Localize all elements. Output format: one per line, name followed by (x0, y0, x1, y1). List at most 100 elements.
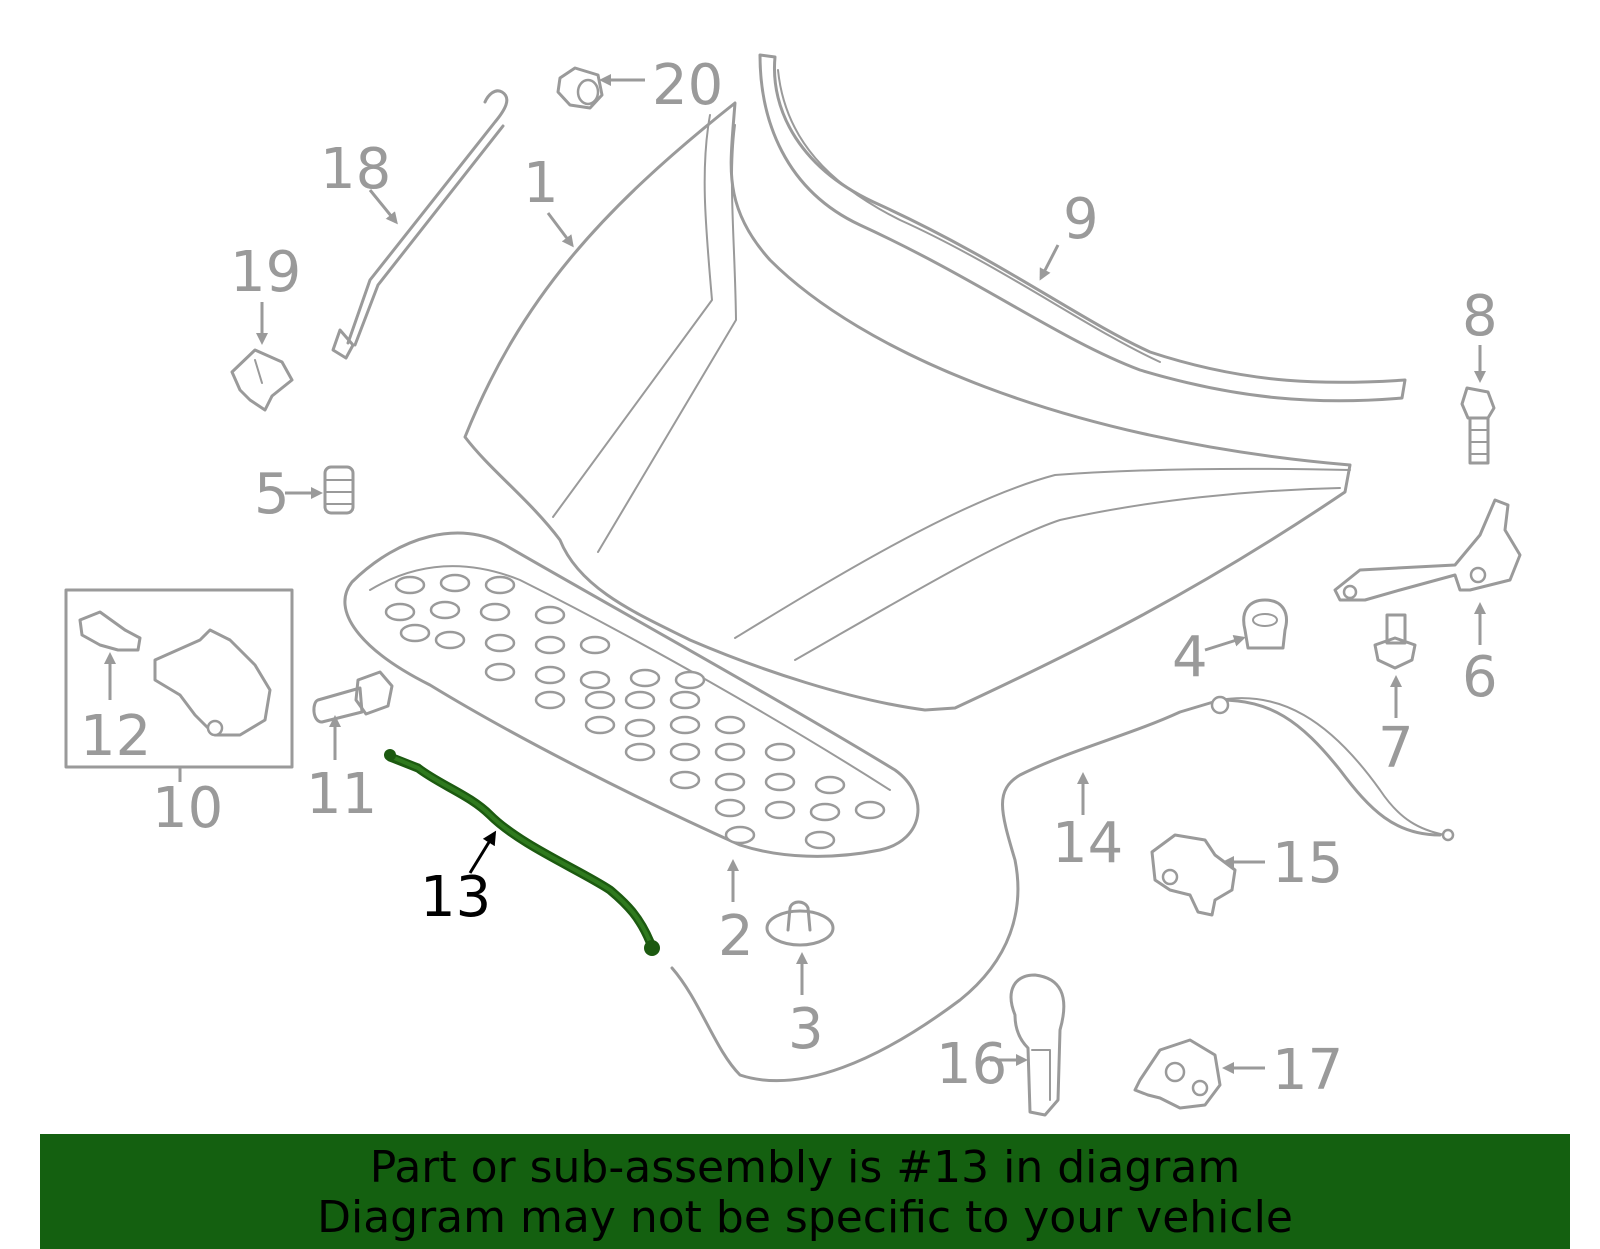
label-13: 13 (420, 865, 491, 930)
label-19: 19 (230, 240, 301, 305)
pad-hole (484, 662, 516, 682)
pad-hole (624, 718, 656, 738)
label-17: 17 (1272, 1038, 1343, 1103)
clip-3-part (765, 900, 835, 947)
insulator-pad-part (343, 531, 920, 858)
label-9-callout: 9 (1039, 187, 1099, 281)
hood-part (463, 101, 1352, 712)
label-6-callout: 6 (1462, 602, 1498, 710)
label-16-callout: 16 (936, 1032, 1028, 1097)
label-20: 20 (652, 53, 723, 118)
bolt-11-part (312, 670, 394, 724)
banner-line-1: Part or sub-assembly is #13 in diagram (369, 1142, 1241, 1193)
label-11-callout: 11 (306, 715, 377, 827)
hood-rod-part (331, 89, 509, 360)
label-18-callout: 18 (320, 137, 398, 225)
pad-hole (479, 602, 511, 622)
label-8-callout: 8 (1462, 284, 1498, 383)
pad-hole (399, 623, 431, 643)
label-6: 6 (1462, 645, 1498, 710)
release-cable-part-highlighted (384, 749, 660, 956)
pad-hole (714, 772, 746, 792)
label-10-callout: 10 (152, 767, 223, 841)
label-1: 1 (523, 151, 559, 216)
label-5-callout: 5 (254, 462, 323, 527)
pad-hole (579, 635, 611, 655)
pad-hole (724, 825, 756, 845)
pad-hole (669, 690, 701, 710)
label-8: 8 (1462, 284, 1498, 349)
label-16: 16 (936, 1032, 1007, 1097)
label-7-callout: 7 (1378, 675, 1414, 781)
label-12: 12 (80, 704, 151, 769)
release-handle-16-part (1009, 973, 1066, 1117)
label-2-callout: 2 (718, 859, 754, 969)
clip-19-part (230, 348, 294, 412)
release-cable-14-part (670, 695, 1455, 1083)
bolt-7-part (1373, 613, 1417, 670)
pad-hole (674, 670, 706, 690)
pad-hole (534, 635, 566, 655)
label-2: 2 (718, 904, 754, 969)
disclaimer-banner: Part or sub-assembly is #13 in diagram D… (40, 1134, 1570, 1249)
pad-hole (534, 665, 566, 685)
latch-15-part (1150, 833, 1237, 917)
pad-hole (714, 798, 746, 818)
label-1-callout: 1 (523, 151, 574, 248)
label-4: 4 (1172, 625, 1208, 690)
label-20-callout: 20 (599, 53, 723, 118)
pad-hole (764, 800, 796, 820)
pad-hole (384, 602, 416, 622)
label-14-callout: 14 (1052, 772, 1123, 876)
label-11: 11 (306, 762, 377, 827)
pad-hole (809, 802, 841, 822)
label-17-callout: 17 (1222, 1038, 1343, 1103)
pad-hole (484, 575, 516, 595)
label-15: 15 (1272, 831, 1343, 896)
label-3-callout: 3 (788, 952, 824, 1062)
pad-hole (629, 668, 661, 688)
pad-hole (534, 605, 566, 625)
pad-hole (764, 742, 796, 762)
label-3: 3 (788, 997, 824, 1062)
pad-hole (814, 775, 846, 795)
clip-20-part (556, 66, 604, 110)
pad-hole (804, 830, 836, 850)
pad-hole (584, 690, 616, 710)
label-13-callout: 13 (420, 830, 497, 930)
label-14: 14 (1052, 811, 1123, 876)
pad-hole (579, 670, 611, 690)
pad-hole (624, 742, 656, 762)
pad-hole (669, 715, 701, 735)
bolt-8-part (1460, 386, 1496, 465)
hinge-6-part (1333, 498, 1522, 602)
label-4-callout: 4 (1172, 625, 1246, 690)
pad-hole (484, 633, 516, 653)
pad-hole (439, 573, 471, 593)
pad-hole (584, 715, 616, 735)
label-12-callout: 12 (80, 652, 151, 769)
bumper-4-part (1242, 598, 1288, 650)
pad-hole (714, 742, 746, 762)
label-15-callout: 15 (1222, 831, 1343, 896)
pad-hole (714, 715, 746, 735)
weatherstrip-part (758, 53, 1407, 403)
pad-hole (534, 690, 566, 710)
label-10: 10 (152, 776, 223, 841)
pad-hole (669, 742, 701, 762)
banner-line-2: Diagram may not be specific to your vehi… (317, 1192, 1293, 1243)
bumper-5-part (323, 465, 355, 515)
pad-hole (434, 630, 466, 650)
latch-17-part (1133, 1038, 1222, 1110)
label-5: 5 (254, 462, 290, 527)
pad-hole (764, 772, 796, 792)
pad-hole (394, 575, 426, 595)
pad-hole (429, 600, 461, 620)
pad-hole (854, 800, 886, 820)
label-9: 9 (1063, 187, 1099, 252)
label-18: 18 (320, 137, 391, 202)
pad-hole (624, 690, 656, 710)
label-19-callout: 19 (230, 240, 301, 345)
label-7: 7 (1378, 716, 1414, 781)
